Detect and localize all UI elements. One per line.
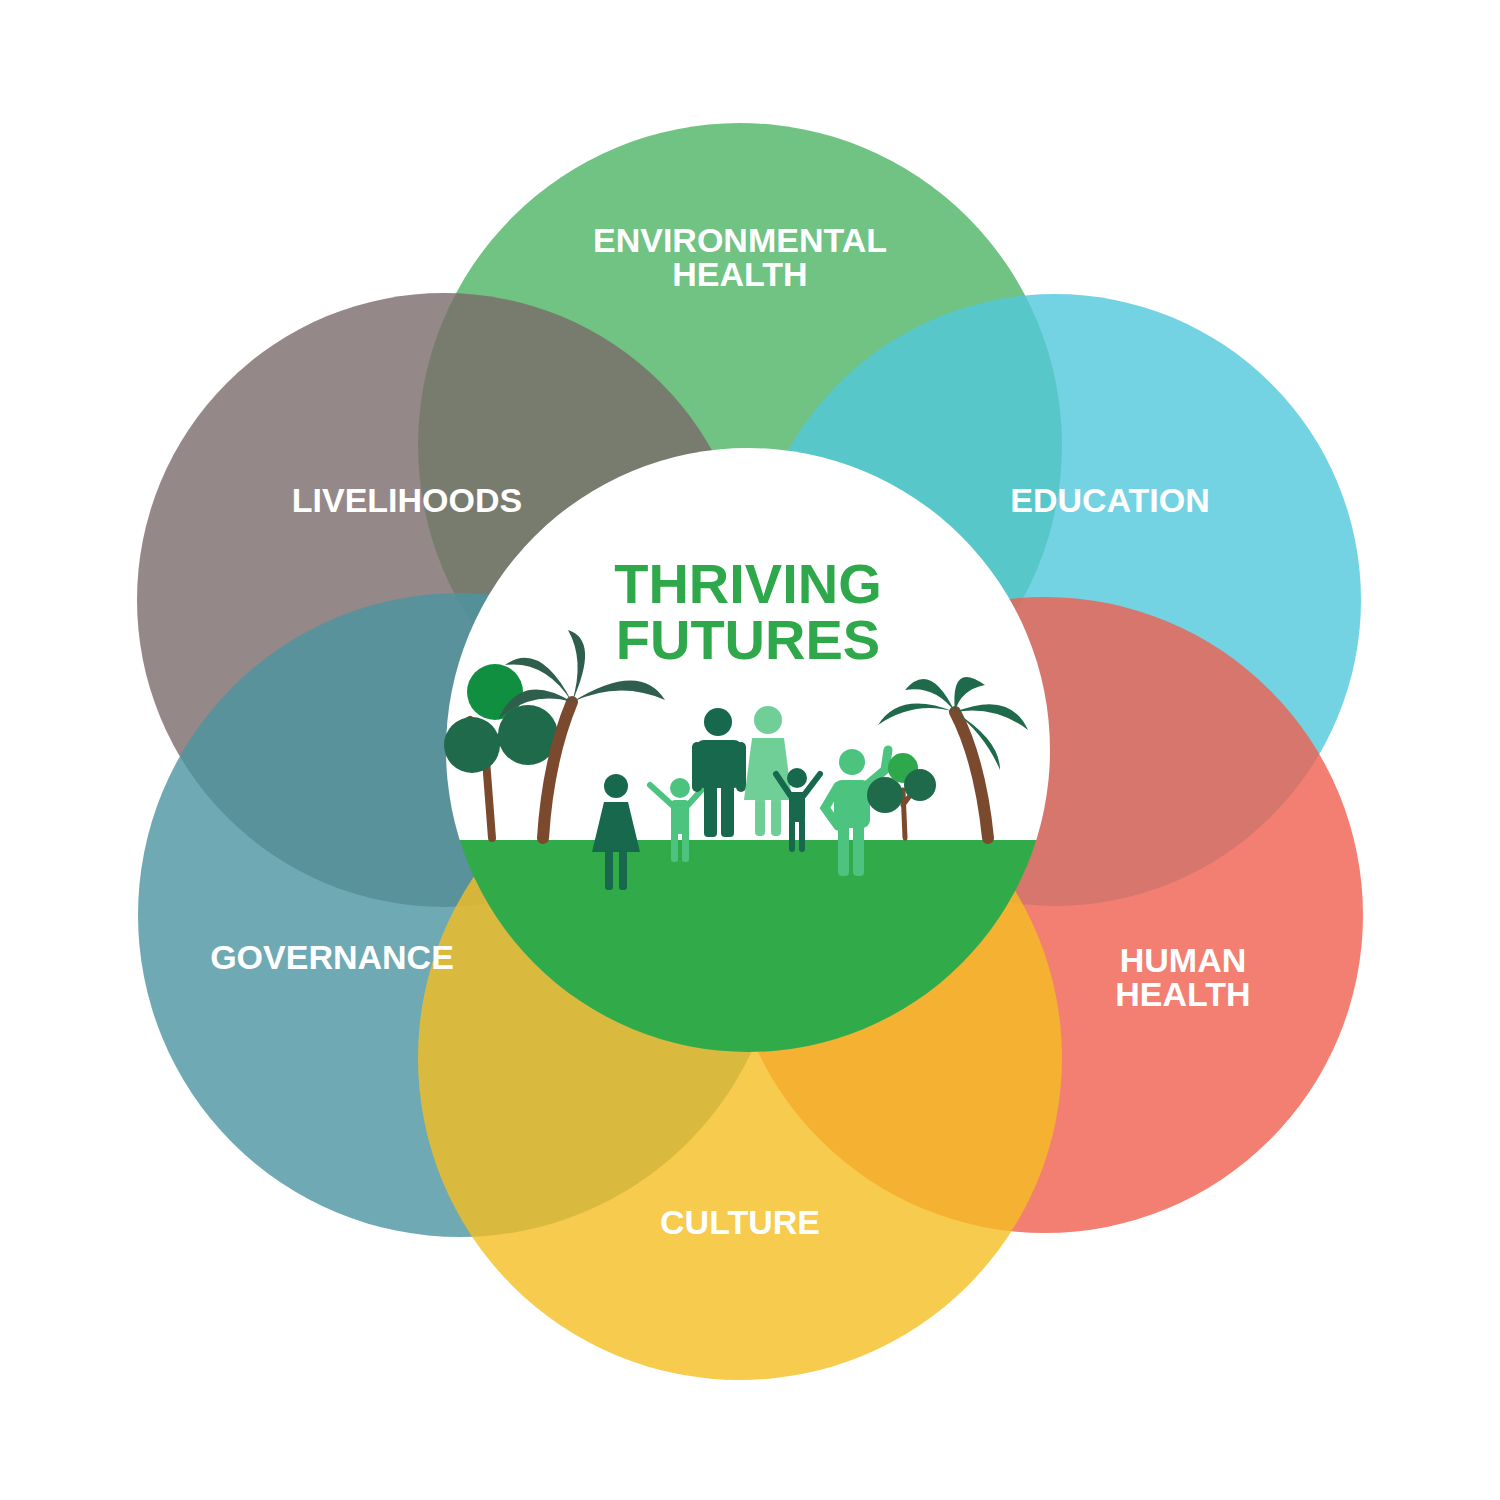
domain-label: LIVELIHOODS <box>247 483 567 517</box>
domain-label: CULTURE <box>590 1205 890 1239</box>
title-text: THRIVING FUTURES <box>548 556 948 668</box>
center-circle: THRIVING FUTURES <box>446 448 1050 1052</box>
domain-label: EDUCATION <box>960 483 1260 517</box>
center-disc <box>446 448 1050 1052</box>
circle-outline <box>446 448 1050 1052</box>
domain-label: HUMAN HEALTH <box>1093 943 1273 1011</box>
domain-label: ENVIRONMENTAL HEALTH <box>540 223 940 291</box>
domain-label: GOVERNANCE <box>167 940 497 974</box>
